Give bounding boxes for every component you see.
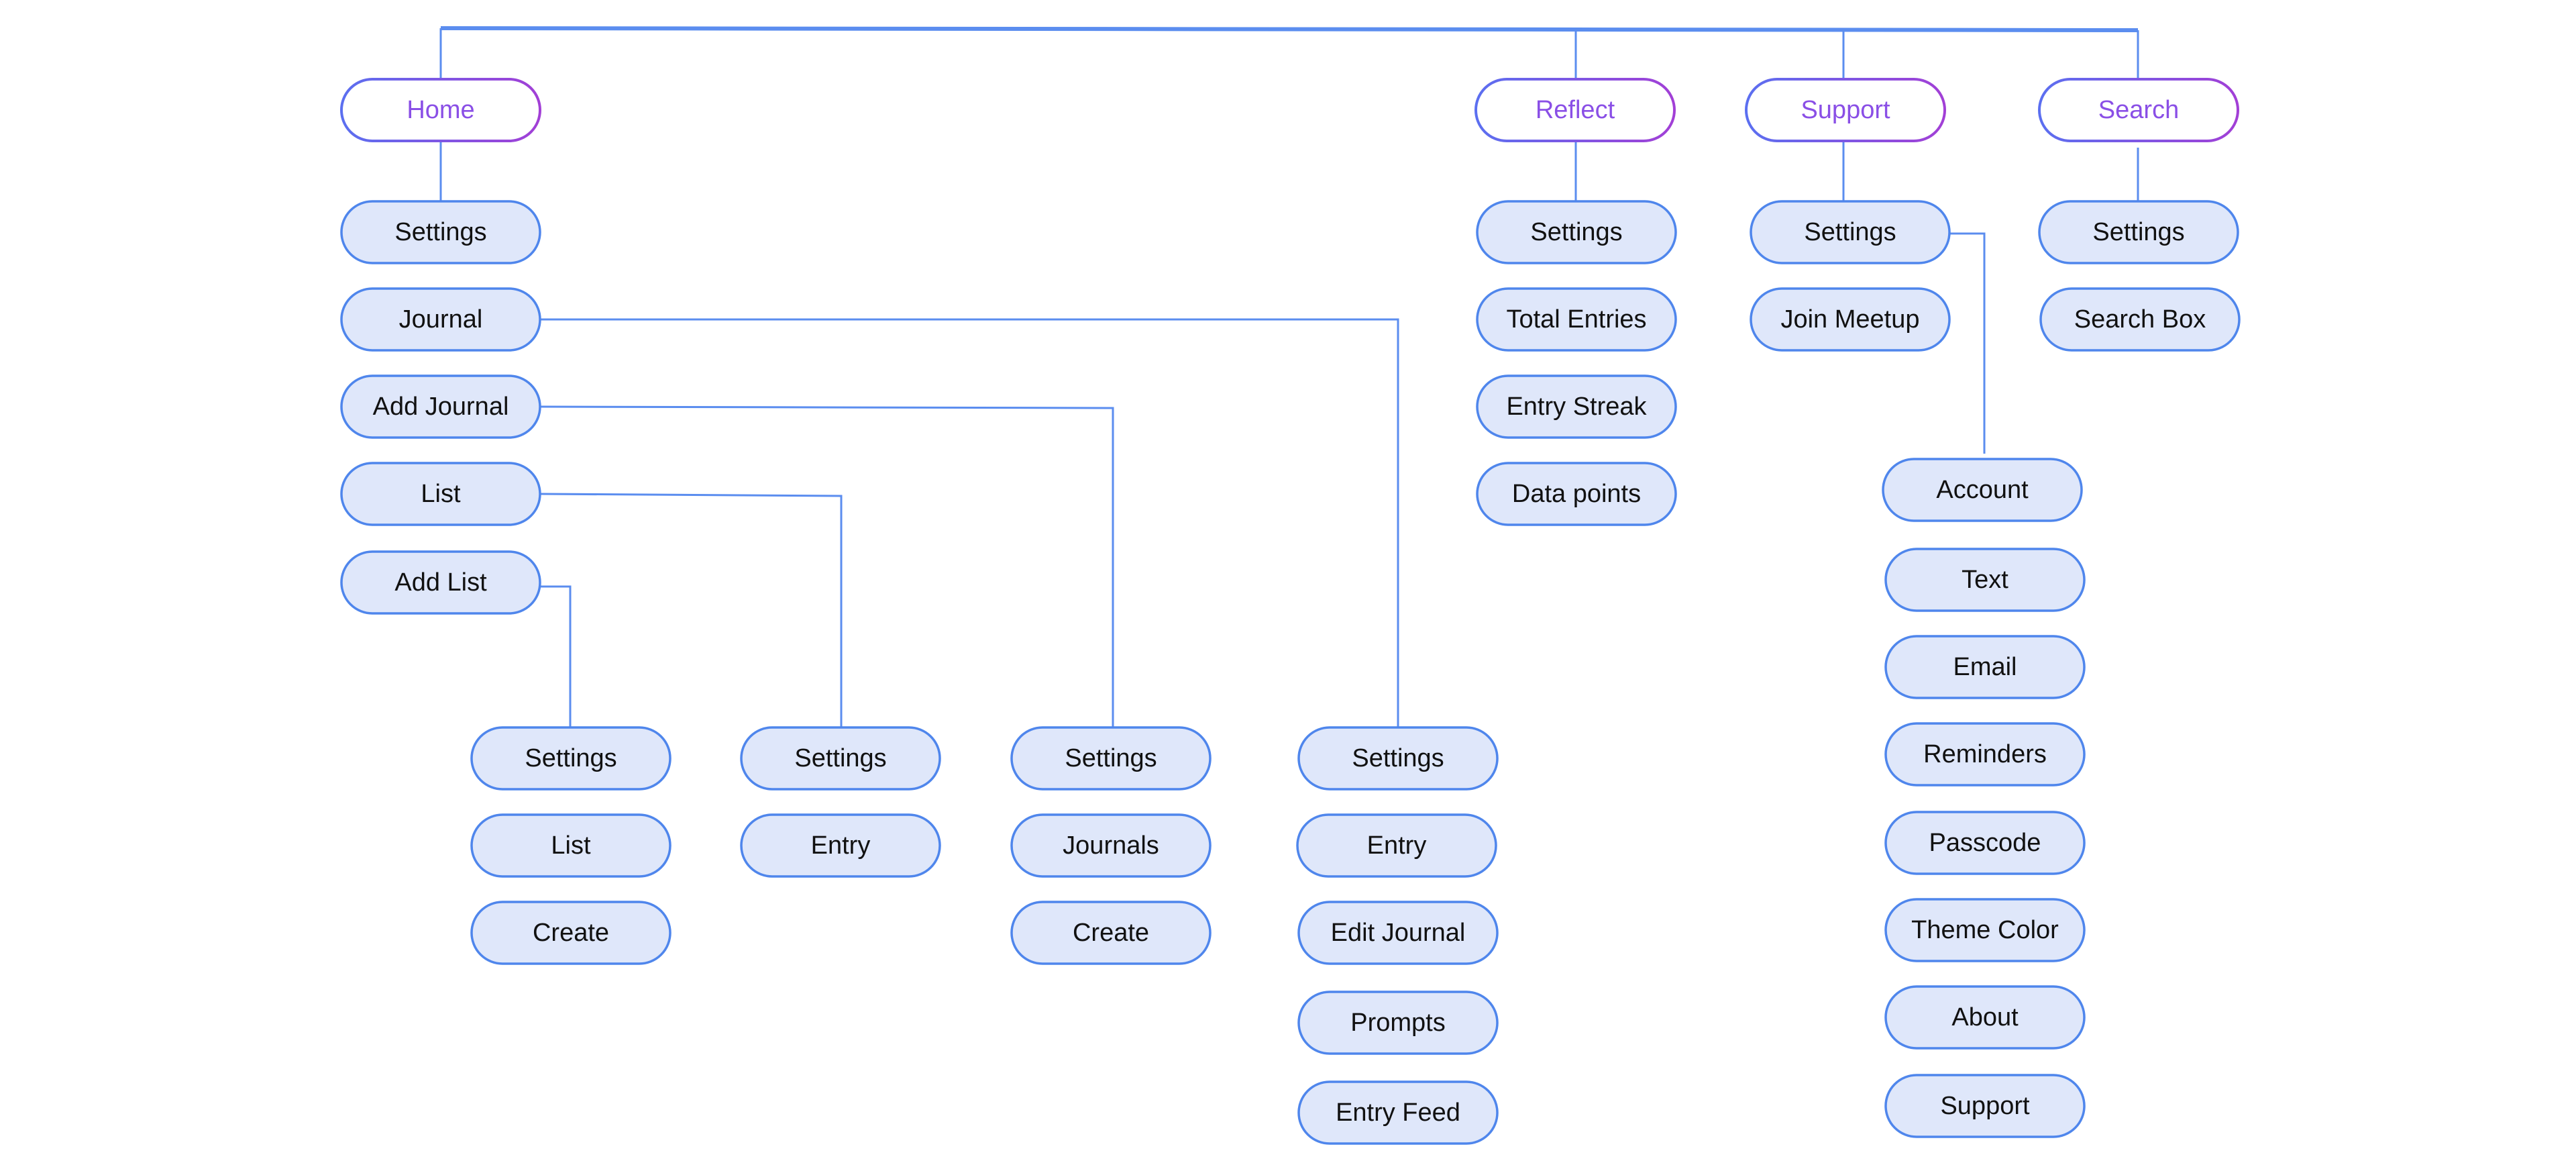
node-label: Text bbox=[1962, 566, 2008, 594]
node-label: Add List bbox=[394, 568, 487, 597]
node-label: Entry Streak bbox=[1506, 393, 1647, 421]
node-label: About bbox=[1951, 1003, 2019, 1031]
node-label: Entry bbox=[811, 831, 871, 860]
node-label: Reminders bbox=[1923, 740, 2047, 768]
journal-settings-node[interactable]: Settings bbox=[1297, 726, 1499, 791]
node-label: Data points bbox=[1512, 480, 1641, 508]
node-label: List bbox=[551, 831, 591, 860]
node-label: Settings bbox=[1352, 744, 1444, 772]
root-support-label: Support bbox=[1801, 96, 1890, 124]
node-label: Settings bbox=[2092, 218, 2184, 246]
support-email-node[interactable]: Email bbox=[1884, 635, 2086, 699]
connector-journal-branch bbox=[541, 318, 1399, 727]
connectors bbox=[439, 26, 2139, 727]
root-reflect-label: Reflect bbox=[1536, 96, 1615, 124]
support-reminders-node[interactable]: Reminders bbox=[1884, 722, 2086, 787]
connector-add-list-branch bbox=[541, 585, 572, 727]
add-list-settings-node[interactable]: Settings bbox=[470, 726, 672, 791]
root-support[interactable]: Support bbox=[1745, 78, 1946, 142]
home-list-node[interactable]: List bbox=[340, 462, 541, 526]
node-label: List bbox=[421, 480, 461, 508]
home-add-list-node[interactable]: Add List bbox=[340, 550, 541, 615]
node-label: Total Entries bbox=[1506, 305, 1646, 334]
node-label: Theme Color bbox=[1911, 916, 2059, 944]
node-label: Settings bbox=[1530, 218, 1622, 246]
add-journal-settings-node[interactable]: Settings bbox=[1010, 726, 1212, 791]
journal-edit-journal-node[interactable]: Edit Journal bbox=[1297, 901, 1499, 965]
home-journal-node[interactable]: Journal bbox=[340, 287, 541, 352]
connector-support-settings-branch bbox=[1949, 232, 1986, 454]
node-label: Settings bbox=[1804, 218, 1896, 246]
home-add-journal-node[interactable]: Add Journal bbox=[340, 374, 541, 439]
list-settings-node[interactable]: Settings bbox=[740, 726, 941, 791]
connector-list-branch bbox=[540, 493, 843, 727]
journal-prompts-node[interactable]: Prompts bbox=[1297, 991, 1499, 1055]
root-search[interactable]: Search bbox=[2038, 78, 2239, 142]
support-theme-color-node[interactable]: Theme Color bbox=[1884, 898, 2086, 962]
root-home[interactable]: Home bbox=[340, 78, 541, 142]
node-label: Add Journal bbox=[373, 393, 509, 421]
node-label: Edit Journal bbox=[1331, 919, 1466, 947]
root-bar bbox=[440, 26, 2139, 32]
journal-entry-feed-node[interactable]: Entry Feed bbox=[1297, 1080, 1499, 1145]
node-label: Join Meetup bbox=[1780, 305, 1919, 334]
node-label: Settings bbox=[394, 218, 486, 246]
list-entry-node[interactable]: Entry bbox=[740, 813, 941, 878]
search-settings-node[interactable]: Settings bbox=[2038, 200, 2239, 264]
node-label: Settings bbox=[794, 744, 886, 772]
node-label: Support bbox=[1940, 1092, 2030, 1120]
reflect-settings-node[interactable]: Settings bbox=[1476, 200, 1677, 264]
add-list-create-node[interactable]: Create bbox=[470, 901, 672, 965]
root-home-label: Home bbox=[407, 96, 474, 124]
add-journal-journals-node[interactable]: Journals bbox=[1010, 813, 1212, 878]
support-passcode-node[interactable]: Passcode bbox=[1884, 811, 2086, 875]
connector-add-journal-branch bbox=[540, 405, 1114, 727]
node-label: Entry bbox=[1367, 831, 1427, 860]
add-journal-create-node[interactable]: Create bbox=[1010, 901, 1212, 965]
add-list-list-node[interactable]: List bbox=[470, 813, 672, 878]
node-label: Create bbox=[1073, 919, 1149, 947]
reflect-data-points-node[interactable]: Data points bbox=[1476, 462, 1677, 526]
node-label: Create bbox=[533, 919, 609, 947]
support-join-meetup-node[interactable]: Join Meetup bbox=[1750, 287, 1951, 352]
support-support-node[interactable]: Support bbox=[1884, 1074, 2086, 1138]
support-text-node[interactable]: Text bbox=[1884, 548, 2086, 612]
node-label: Settings bbox=[1065, 744, 1157, 772]
reflect-total-entries-node[interactable]: Total Entries bbox=[1476, 287, 1677, 352]
node-label: Journals bbox=[1063, 831, 1159, 860]
root-reflect[interactable]: Reflect bbox=[1474, 78, 1676, 142]
support-about-node[interactable]: About bbox=[1884, 985, 2086, 1050]
node-label: Email bbox=[1953, 653, 2017, 681]
node-label: Search Box bbox=[2074, 305, 2206, 334]
node-label: Settings bbox=[525, 744, 616, 772]
root-search-label: Search bbox=[2098, 96, 2179, 124]
node-label: Account bbox=[1936, 476, 2029, 504]
node-label: Prompts bbox=[1350, 1009, 1445, 1037]
support-settings-node[interactable]: Settings bbox=[1750, 200, 1951, 264]
reflect-entry-streak-node[interactable]: Entry Streak bbox=[1476, 374, 1677, 439]
home-settings-node[interactable]: Settings bbox=[340, 200, 541, 264]
journal-entry-node[interactable]: Entry bbox=[1296, 813, 1497, 878]
nodes: Home Reflect Support Search Settings Jou… bbox=[340, 78, 2241, 1145]
search-search-box-node[interactable]: Search Box bbox=[2039, 287, 2241, 352]
node-label: Entry Feed bbox=[1336, 1099, 1460, 1127]
node-label: Passcode bbox=[1929, 829, 2041, 857]
support-account-node[interactable]: Account bbox=[1882, 458, 2083, 522]
node-label: Journal bbox=[399, 305, 483, 334]
